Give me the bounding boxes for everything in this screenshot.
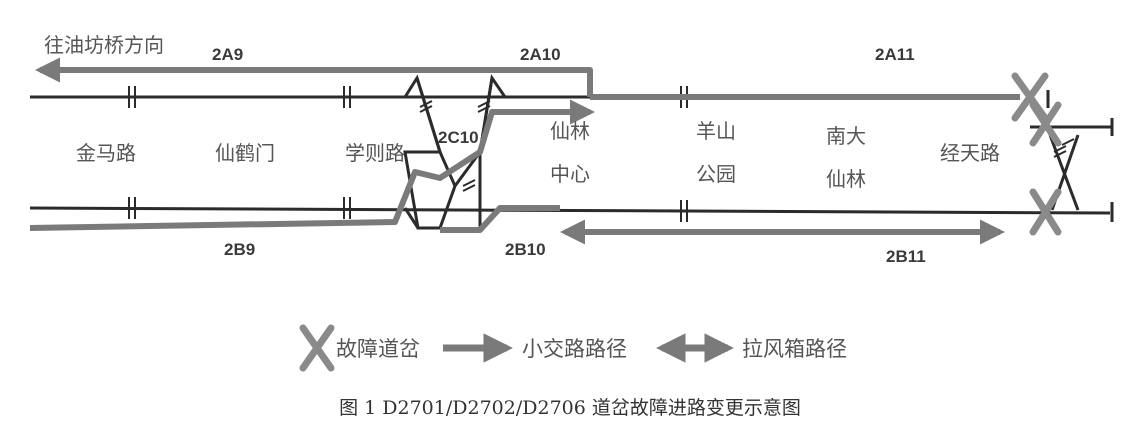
station-yangshan-park-line1: 羊山 [696, 119, 736, 143]
faulty-switch-marks [1011, 72, 1062, 236]
legend-pull-route-label: 拉风箱路径 [742, 337, 847, 361]
lower-track [29, 206, 1111, 215]
route-2b9-to-2a10 [29, 99, 596, 231]
station-nanda-xianlin-line1: 南大 [826, 124, 866, 148]
section-2a10: 2A10 [520, 45, 561, 64]
section-2b9: 2B9 [224, 240, 255, 259]
section-2a9: 2A9 [212, 45, 243, 64]
station-jingtianlu: 经天路 [940, 141, 1000, 165]
legend-short-route-label: 小交路路径 [522, 337, 627, 361]
figure-caption: 图 1 D2701/D2702/D2706 道岔故障进路变更示意图 [339, 397, 801, 419]
legend-fault-x-icon [299, 324, 335, 372]
legend: 故障道岔 小交路路径 拉风箱路径 [299, 324, 847, 372]
station-xianlin-center-line2: 中心 [550, 162, 590, 186]
section-2b10: 2B10 [505, 240, 546, 259]
station-xuezelu: 学则路 [345, 141, 405, 165]
station-nanda-xianlin-line2: 仙林 [826, 167, 866, 191]
fault-x-icon [1029, 101, 1062, 147]
route-2a9-westbound [34, 57, 593, 97]
section-2b11: 2B11 [886, 247, 926, 266]
station-jinmalu: 金马路 [76, 141, 136, 165]
section-2c10: 2C10 [438, 128, 479, 147]
section-2a11: 2A11 [875, 45, 915, 64]
station-xianhemen: 仙鹤门 [215, 141, 275, 165]
station-xianlin-center-line1: 仙林 [550, 119, 590, 143]
fault-x-icon [1029, 188, 1062, 236]
short-route-paths [29, 57, 1020, 233]
route-2b10-overlay [440, 205, 560, 233]
station-yangshan-park-line2: 公园 [696, 162, 736, 186]
legend-faulty-switch-label: 故障道岔 [336, 337, 420, 361]
direction-label: 往油坊桥方向 [44, 33, 164, 57]
